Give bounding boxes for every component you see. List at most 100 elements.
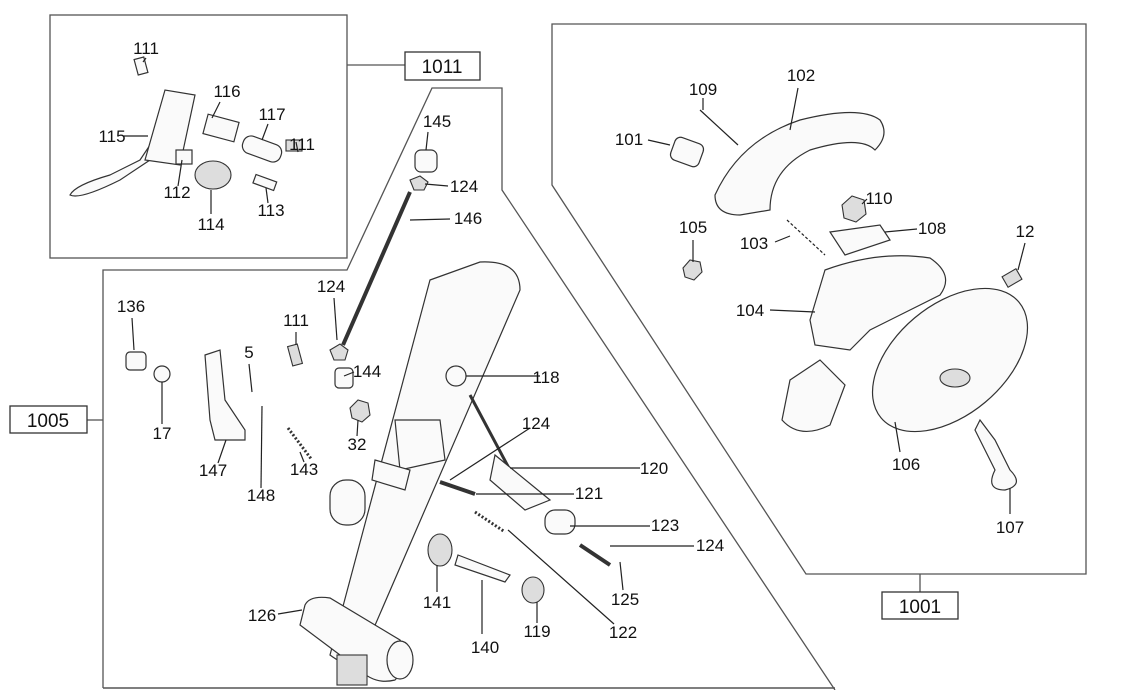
part-number: 136: [117, 297, 145, 316]
callout-17: 17: [153, 382, 172, 443]
block-part: [334, 367, 354, 389]
part-number: 111: [289, 135, 315, 154]
callout-113: 113: [257, 187, 285, 220]
svg-text:1001: 1001: [899, 597, 941, 618]
pin-part: [286, 343, 304, 367]
plate-part: [202, 113, 240, 143]
part-number: 114: [197, 215, 224, 234]
callout-102: 102: [787, 66, 815, 131]
part-number: 116: [213, 82, 240, 101]
assembly-1005-frame: [102, 87, 836, 690]
pin-part: [285, 139, 303, 152]
callout-111: 111: [133, 39, 159, 63]
bracket-part: [204, 349, 246, 441]
stud-part: [544, 509, 576, 535]
leader-line: [333, 297, 338, 341]
leader-line: [248, 363, 253, 393]
nut-part: [682, 259, 703, 281]
leader-line: [789, 87, 799, 131]
callout-124: 124: [449, 414, 550, 481]
part-number: 106: [892, 455, 920, 474]
spring-part: [194, 160, 232, 190]
part-number: 111: [133, 39, 159, 58]
part-number: 108: [918, 219, 946, 238]
part-number: 115: [98, 127, 125, 146]
parts-1005: [125, 149, 612, 686]
disc-hole: [939, 368, 971, 388]
assembly-1011-frame: [49, 14, 348, 259]
svg-text:1011: 1011: [422, 57, 463, 78]
assembly-label-1001: 1001: [881, 591, 959, 620]
callout-112: 112: [163, 159, 191, 202]
leader-line: [424, 183, 449, 187]
part-number: 140: [471, 638, 499, 657]
stud-part: [974, 418, 1017, 491]
bracket-part: [828, 224, 891, 256]
callout-107: 107: [996, 488, 1024, 537]
assembly-label-1011: 1011: [404, 51, 481, 81]
bush-part: [175, 149, 193, 165]
leader-line: [884, 228, 918, 233]
collar-part: [414, 149, 438, 173]
part-number: 124: [696, 536, 724, 555]
part-number: 146: [454, 209, 482, 228]
callout-123: 123: [570, 516, 679, 535]
parts-1011: [69, 56, 303, 197]
callout-109: 109: [689, 80, 717, 110]
part-number: 124: [317, 277, 345, 296]
spring-part: [427, 533, 453, 567]
callout-124: 124: [424, 177, 478, 196]
sleeve-part: [241, 135, 283, 163]
callout-121: 121: [476, 484, 603, 503]
part-number: 141: [423, 593, 451, 612]
callout-111: 111: [283, 311, 309, 345]
callout-12: 12: [1016, 222, 1035, 271]
foot-end: [386, 640, 414, 680]
leader-line: [277, 609, 303, 615]
callout-141: 141: [423, 565, 451, 612]
part-number: 109: [689, 80, 717, 99]
leader-line: [142, 57, 147, 63]
screw-part: [125, 351, 147, 371]
callout-111: 111: [289, 135, 315, 154]
assembly-1001-frame: [551, 23, 1087, 575]
leader-line: [647, 139, 671, 146]
leader-line: [217, 439, 227, 464]
part-number: 126: [248, 606, 276, 625]
callout-5: 5: [244, 343, 254, 393]
part-number: 123: [651, 516, 679, 535]
part-number: 101: [615, 130, 643, 149]
callout-124: 124: [317, 277, 345, 341]
part-number: 143: [290, 460, 318, 479]
plate-part: [394, 419, 446, 471]
nut-part: [329, 343, 349, 361]
leader-line: [619, 561, 624, 591]
callout-144: 144: [343, 362, 381, 381]
nut-part: [409, 175, 429, 191]
callout-140: 140: [471, 580, 499, 657]
part-number: 12: [1016, 222, 1035, 241]
leader-line: [449, 427, 531, 481]
lever-arm-part: [714, 111, 885, 216]
part-number: 125: [611, 590, 639, 609]
foot-block: [336, 654, 368, 686]
leader-line: [211, 101, 221, 119]
leader-line: [295, 141, 299, 153]
part-number: 113: [257, 201, 284, 220]
callout-115: 115: [98, 127, 148, 146]
leader-line: [343, 371, 355, 377]
callout-104: 104: [736, 301, 816, 320]
callout-148: 148: [247, 405, 275, 505]
callout-106: 106: [892, 421, 920, 474]
callout-116: 116: [211, 82, 241, 119]
callout-110: 110: [861, 189, 893, 208]
part-number: 110: [865, 189, 892, 208]
callout-126: 126: [248, 606, 303, 625]
callout-122: 122: [507, 529, 637, 642]
part-number: 17: [153, 424, 172, 443]
part-number: 105: [679, 218, 707, 237]
shaft-part: [781, 359, 846, 432]
lever-body-part: [144, 89, 196, 166]
leader-line: [894, 421, 901, 453]
leader-line: [131, 317, 135, 351]
